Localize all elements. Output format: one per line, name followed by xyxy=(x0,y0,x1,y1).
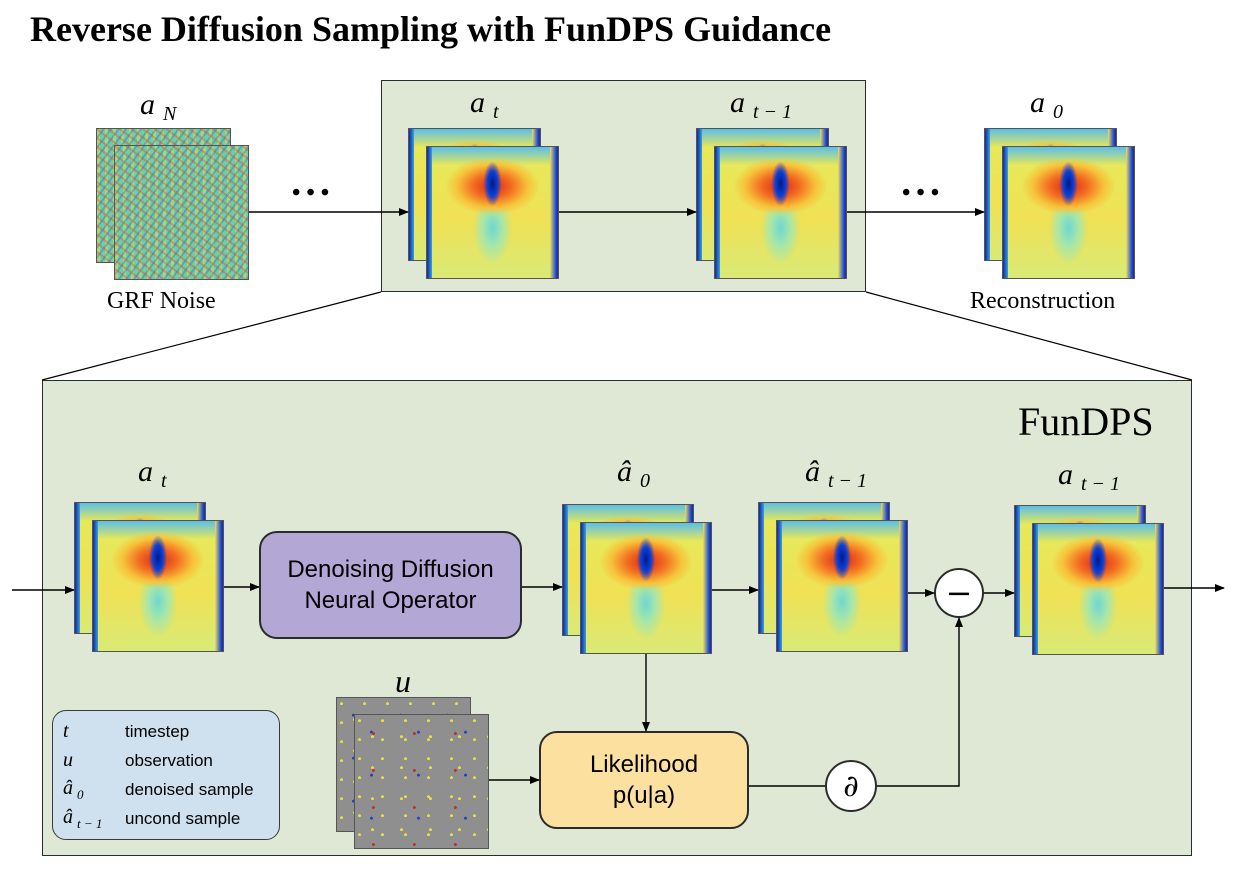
field-a-hat-0-front xyxy=(580,522,712,654)
zoom-line-right xyxy=(865,291,1193,381)
likelihood-box: Likelihood p(u|a) xyxy=(539,731,749,829)
field-a-t-minus-1-top-front xyxy=(714,146,847,279)
label-u: u xyxy=(395,663,411,699)
field-a-t-minus-1-detail-front xyxy=(1032,523,1164,655)
field-a-0-front xyxy=(1002,146,1135,279)
legend-desc: observation xyxy=(125,750,213,770)
arrow-partial-to-minus xyxy=(877,617,963,787)
legend-row-observation: u observation xyxy=(63,746,279,775)
legend-symbol: t xyxy=(63,720,69,742)
observation-field-front xyxy=(354,714,489,849)
likelihood-line-1: Likelihood xyxy=(589,750,699,778)
legend-desc: timestep xyxy=(125,721,190,741)
field-a-t-top-front xyxy=(426,146,559,279)
noise-field-front xyxy=(114,145,249,280)
denoising-neural-operator-box: Denoising Diffusion Neural Operator xyxy=(259,531,522,639)
likelihood-line-2: p(u|a) xyxy=(612,782,676,809)
field-a-hat-t-minus-1-front xyxy=(776,520,908,652)
ellipsis-right: • • • xyxy=(902,180,940,206)
field-a-t-detail-front xyxy=(92,520,224,652)
fundps-panel-title: FunDPS xyxy=(1018,399,1154,444)
zoom-line-left xyxy=(41,291,382,381)
legend-symbol: u xyxy=(63,749,73,771)
subtract-operator: − xyxy=(934,568,984,618)
denoiser-line-1: Denoising Diffusion xyxy=(287,555,494,583)
reconstruction-caption: Reconstruction xyxy=(970,288,1116,314)
ellipsis-left: • • • xyxy=(292,180,330,206)
legend-row-timestep: t timestep xyxy=(63,717,279,746)
figure-title: Reverse Diffusion Sampling with FunDPS G… xyxy=(30,9,832,49)
grf-noise-caption: GRF Noise xyxy=(107,288,216,314)
gradient-operator: ∂ xyxy=(825,760,877,812)
legend-desc: denoised sample xyxy=(125,779,254,799)
legend-desc: uncond sample xyxy=(125,808,241,828)
denoiser-line-2: Neural Operator xyxy=(304,587,477,614)
